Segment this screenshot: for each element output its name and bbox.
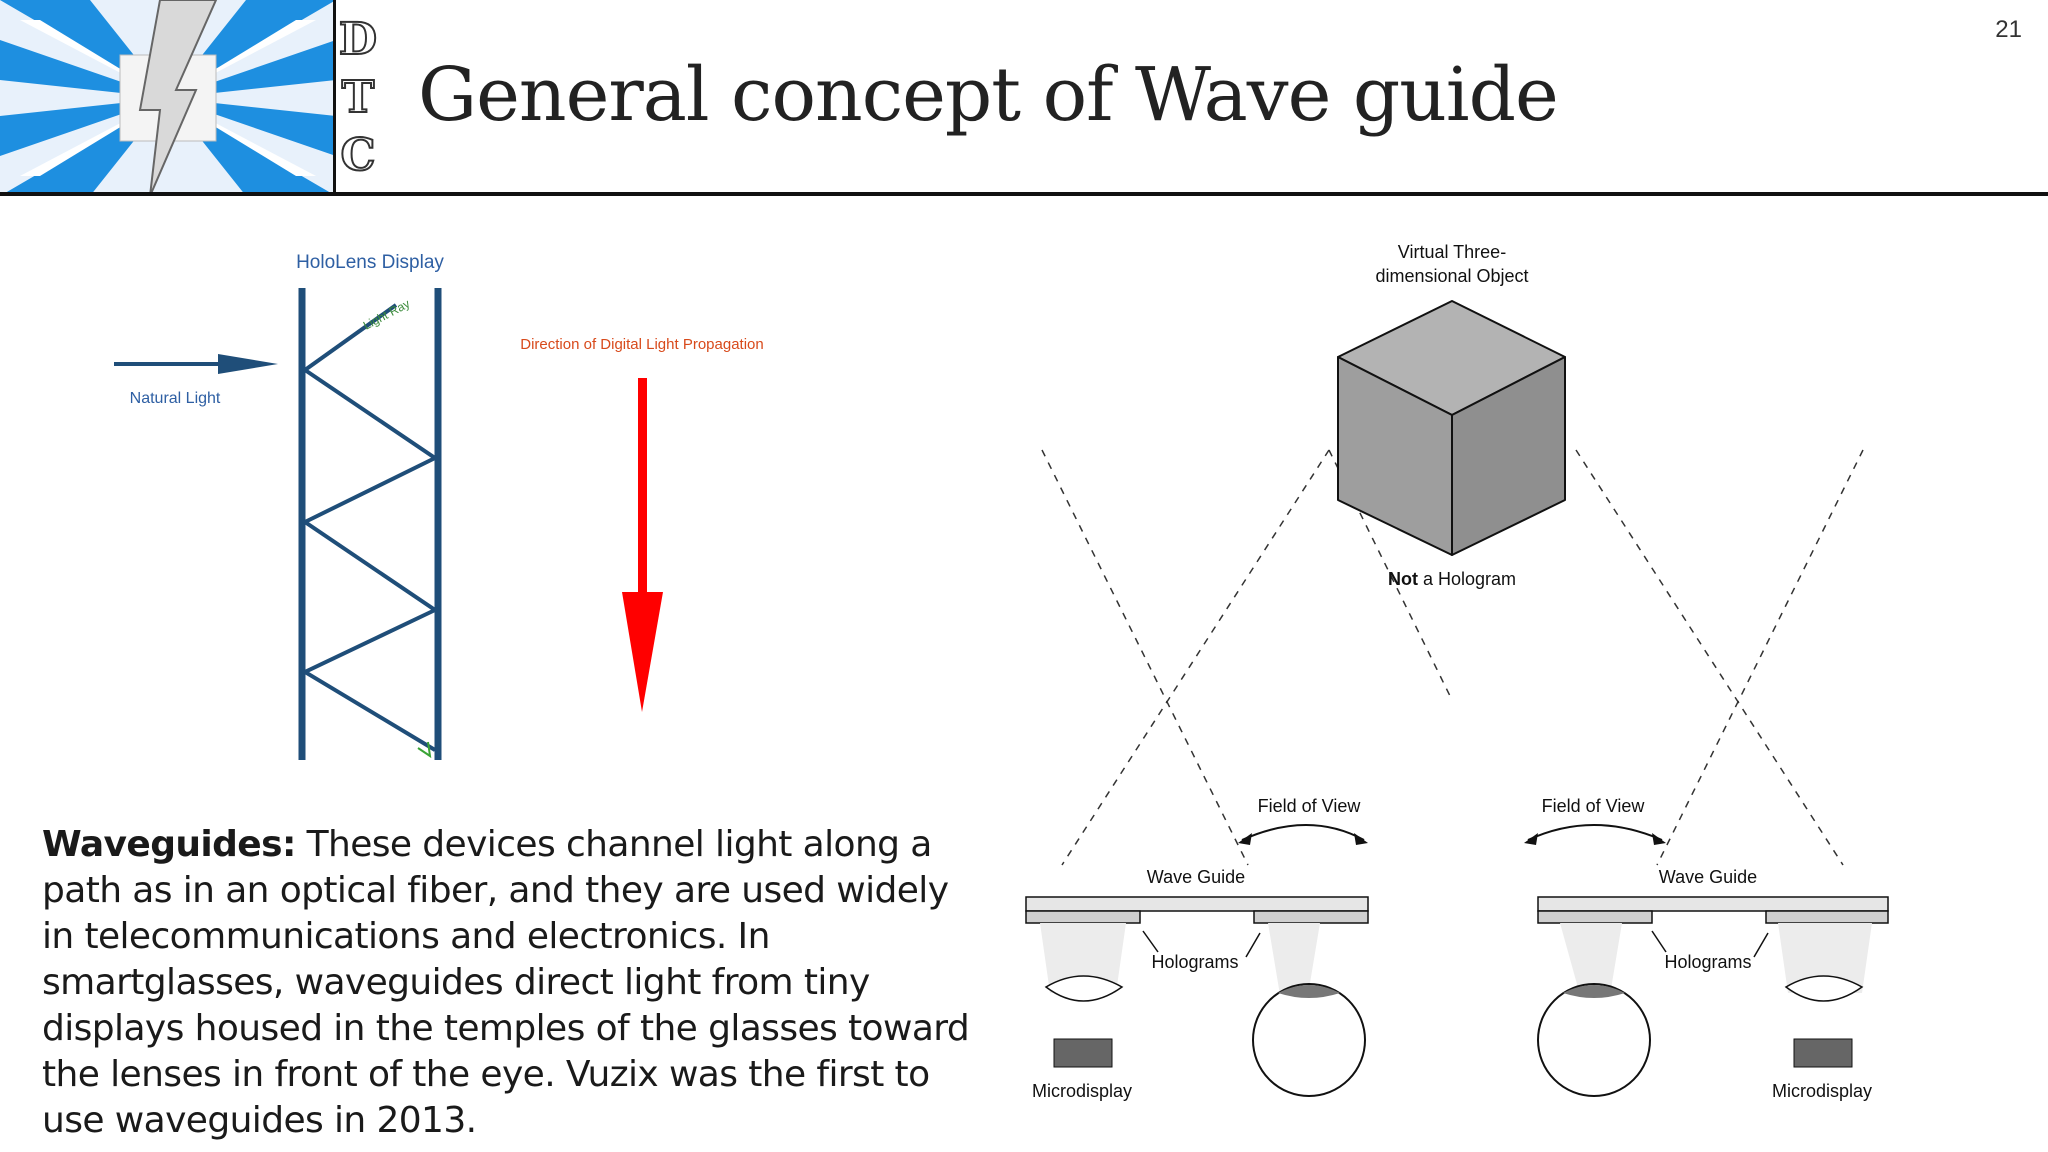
waveguides-term: Waveguides: (42, 824, 296, 865)
holograms-label-left: Holograms (1151, 952, 1238, 972)
fov-arc-left (1241, 824, 1365, 841)
microdisplay-label-right: Microdisplay (1772, 1081, 1872, 1101)
slide-title: General concept of Wave guide (418, 52, 1559, 138)
not-hologram-label: Not a Hologram (1388, 569, 1516, 589)
hololens-heading: HoloLens Display (296, 252, 444, 273)
propagation-arrow-head (622, 592, 663, 712)
right-display-unit: Field of View Wave Guide Holograms Micro… (1524, 796, 1889, 1101)
a-hologram: a Hologram (1418, 569, 1516, 589)
fov-arc-left-head-2 (1354, 833, 1368, 845)
light-ray-zigzag (300, 303, 440, 752)
eye-right (1537, 983, 1651, 1097)
waveguide-label-left: Wave Guide (1147, 867, 1245, 887)
projection-cone-right (1778, 923, 1872, 993)
fov-arc-right (1527, 824, 1663, 841)
logo-letter-c: C (339, 129, 376, 182)
direction-label: Direction of Digital Light Propagation (520, 336, 763, 353)
header-rule (0, 192, 2048, 196)
lens-right (1784, 975, 1864, 1002)
page-number: 21 (1995, 16, 2022, 43)
logo-letter-t: T (341, 71, 376, 124)
natural-light-arrow-head (218, 354, 278, 374)
pupil-right (1563, 985, 1625, 998)
waveguide-label-right: Wave Guide (1659, 867, 1757, 887)
projection-cone-left (1040, 923, 1126, 993)
microdisplay-right (1793, 1038, 1853, 1068)
logo-divider (333, 0, 336, 196)
microdisplay-left (1053, 1038, 1113, 1068)
not-bold: Not (1388, 569, 1418, 589)
waveguide-fov-diagram: Virtual Three- dimensional Object Not a … (1025, 242, 1889, 1101)
waveguide-plate-right (1537, 896, 1889, 912)
logo-letters: D T C (336, 0, 380, 196)
holograms-label-right: Holograms (1664, 952, 1751, 972)
natural-light-label: Natural Light (130, 390, 221, 407)
fov-arc-left-head-1 (1238, 833, 1252, 845)
hololens-waveguide-diagram: HoloLens Display Light Ray Natural Light… (114, 252, 764, 760)
slide-header: D T C General concept of Wave guide 21 (0, 0, 2048, 198)
waveguides-paragraph: Waveguides: These devices channel light … (42, 822, 972, 1144)
hologram-right-a (1537, 910, 1653, 924)
lens-left (1044, 975, 1124, 1002)
hologram-right-b (1765, 910, 1889, 924)
object-label-line2: dimensional Object (1375, 266, 1528, 286)
cube (1337, 300, 1566, 556)
hologram-left-b (1253, 910, 1369, 924)
left-display-unit: Field of View Wave Guide Microdisplay Ho… (1025, 796, 1369, 1101)
propagation-arrow-shaft (638, 378, 647, 596)
microdisplay-label-left: Microdisplay (1032, 1081, 1132, 1101)
light-ray-label: Light Ray (361, 296, 412, 332)
waveguide-plate-left (1025, 896, 1369, 912)
pupil-left (1278, 985, 1340, 998)
hologram-left-a (1025, 910, 1141, 924)
ray-end-arrow (417, 741, 432, 759)
waveguides-description: These devices channel light along a path… (42, 824, 970, 1141)
eye-left (1252, 983, 1366, 1097)
dtc-logo (0, 0, 336, 196)
logo-letter-d: D (338, 13, 378, 66)
fov-label-right: Field of View (1542, 796, 1646, 816)
object-label-line1: Virtual Three- (1398, 242, 1506, 262)
eye-cone-right (1560, 923, 1622, 995)
fov-label-left: Field of View (1258, 796, 1362, 816)
fov-arc-right-head-2 (1652, 833, 1666, 845)
fov-arc-right-head-1 (1524, 833, 1538, 845)
eye-cone-left (1268, 923, 1320, 995)
